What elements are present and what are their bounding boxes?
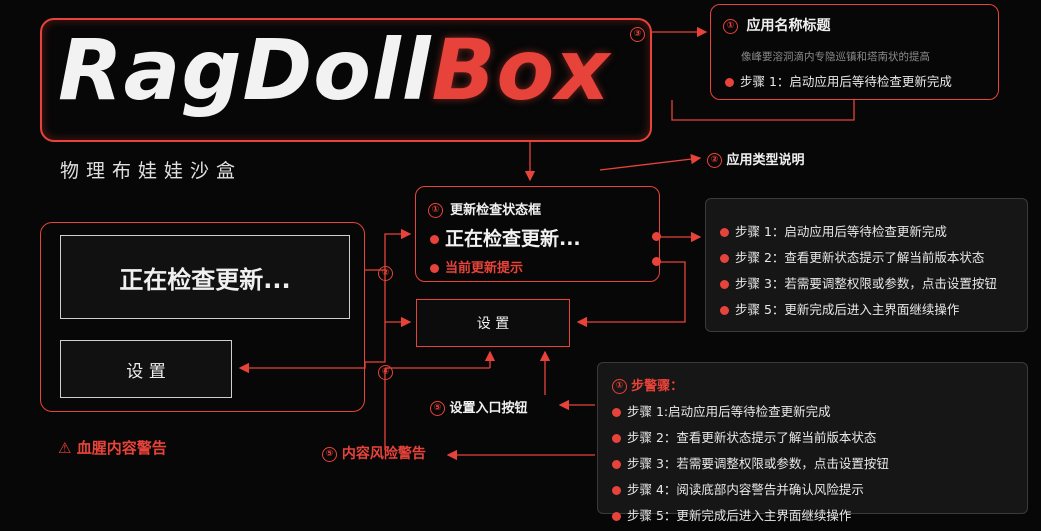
steps-bottom-list: 步骤 1:启动应用后等待检查更新完成 步骤 2：查看更新状态提示了解当前版本状态… — [612, 401, 889, 531]
step-right-1: 步骤 1：启动应用后等待检查更新完成 — [720, 221, 997, 240]
marker-2: ② — [378, 263, 393, 282]
steps-bottom-header-text: 步警骤： — [631, 379, 684, 394]
callout-settings-entry: ⑤ 设置入口按钮 — [430, 397, 528, 416]
marker-3: ③ — [630, 24, 645, 43]
main-settings-button[interactable]: 设 置 — [60, 340, 232, 398]
main-status-display: 正在检查更新... — [60, 235, 350, 319]
app-title-frame — [40, 18, 652, 142]
logo-text-red: Box — [431, 21, 611, 119]
center-settings-button[interactable]: 设 置 — [416, 299, 570, 347]
marker-4: ④ — [378, 362, 393, 381]
hint-dot — [430, 264, 439, 273]
steps-bottom-badge: ① — [612, 379, 627, 394]
marker-3-badge: ③ — [630, 27, 645, 42]
callout-app-title: ① 应用名称标题 像峰要溶洞滴内专隐巡镇和塔南状的提高 步骤 1：启动应用后等待… — [710, 4, 999, 100]
callout-app-title-step: 步骤 1：启动应用后等待检查更新完成 — [725, 71, 952, 90]
status-dot — [430, 235, 439, 244]
main-status-text: 正在检查更新... — [119, 265, 291, 294]
step-dot — [725, 78, 734, 87]
app-subtitle: 物理布娃娃沙盒 — [60, 160, 243, 182]
status-box-status: 正在检查更新... — [430, 224, 581, 251]
blood-warning-label: 血腥内容警告 — [76, 439, 167, 457]
step-bottom-3: 步骤 3：若需要调整权限或参数，点击设置按钮 — [612, 453, 889, 472]
step-right-4: 步骤 5：更新完成后进入主界面继续操作 — [720, 299, 997, 318]
callout-app-title-badge: ① — [723, 18, 738, 34]
status-box-hint: 当前更新提示 — [430, 257, 523, 276]
steps-panel-bottom: ① 步警骤： 步骤 1:启动应用后等待检查更新完成 步骤 2：查看更新状态提示了… — [597, 362, 1028, 523]
step-bottom-2: 步骤 2：查看更新状态提示了解当前版本状态 — [612, 427, 889, 446]
marker-2-badge: ② — [378, 266, 393, 281]
steps-panel-right: 步骤 1：启动应用后等待检查更新完成 步骤 2：查看更新状态提示了解当前版本状态… — [705, 198, 1028, 332]
center-settings-label: 设 置 — [476, 316, 510, 332]
status-connector-dot — [652, 232, 661, 241]
app-logo: RagDollBox — [58, 28, 610, 112]
hint-connector-dot — [652, 257, 661, 266]
status-box-status-text: 正在检查更新... — [445, 228, 581, 250]
status-box-hint-text: 当前更新提示 — [445, 261, 524, 276]
callout-settings-entry-badge: ⑤ — [430, 401, 445, 416]
step-right-3: 步骤 3：若需要调整权限或参数，点击设置按钮 — [720, 273, 997, 292]
callout-content-warning-label: 内容风险警告 — [341, 446, 426, 462]
blood-content-warning: ⚠ 血腥内容警告 — [58, 437, 167, 458]
logo-text-white: RagDoll — [58, 21, 432, 119]
callout-app-type-label: 应用类型说明 — [726, 153, 805, 168]
step-right-2: 步骤 2：查看更新状态提示了解当前版本状态 — [720, 247, 997, 266]
step-bottom-5: 步骤 5：更新完成后进入主界面继续操作 — [612, 505, 889, 524]
callout-app-type-badge: ② — [707, 153, 722, 168]
step-bottom-1: 步骤 1:启动应用后等待检查更新完成 — [612, 401, 889, 420]
steps-bottom-header: ① 步警骤： — [612, 375, 683, 394]
callout-app-title-step-text: 步骤 1：启动应用后等待检查更新完成 — [740, 74, 952, 89]
callout-content-warning-badge: ⑤ — [322, 446, 337, 462]
step-bottom-4: 步骤 4：阅读底部内容警告并确认风险提示 — [612, 479, 889, 498]
marker-4-badge: ④ — [378, 365, 393, 380]
status-box-label: 更新检查状态框 — [450, 203, 542, 218]
callout-content-warning: ⑤ 内容风险警告 — [322, 443, 426, 463]
callout-settings-entry-label: 设置入口按钮 — [449, 401, 528, 416]
warning-icon: ⚠ — [58, 439, 72, 457]
steps-right-list: 步骤 1：启动应用后等待检查更新完成 步骤 2：查看更新状态提示了解当前版本状态… — [720, 221, 997, 325]
callout-app-title-faded-text: 像峰要溶洞滴内专隐巡镇和塔南状的提高 — [741, 51, 930, 63]
main-app-panel — [40, 222, 365, 412]
status-check-box: ① 更新检查状态框 正在检查更新... 当前更新提示 — [415, 186, 661, 282]
callout-app-title-label: 应用名称标题 — [746, 18, 831, 34]
main-settings-label: 设 置 — [126, 361, 166, 382]
callout-app-title-header: ① 应用名称标题 — [723, 15, 830, 35]
status-box-header: ① 更新检查状态框 — [428, 199, 541, 218]
callout-app-type: ② 应用类型说明 — [707, 149, 805, 168]
status-box-badge: ① — [428, 203, 443, 218]
